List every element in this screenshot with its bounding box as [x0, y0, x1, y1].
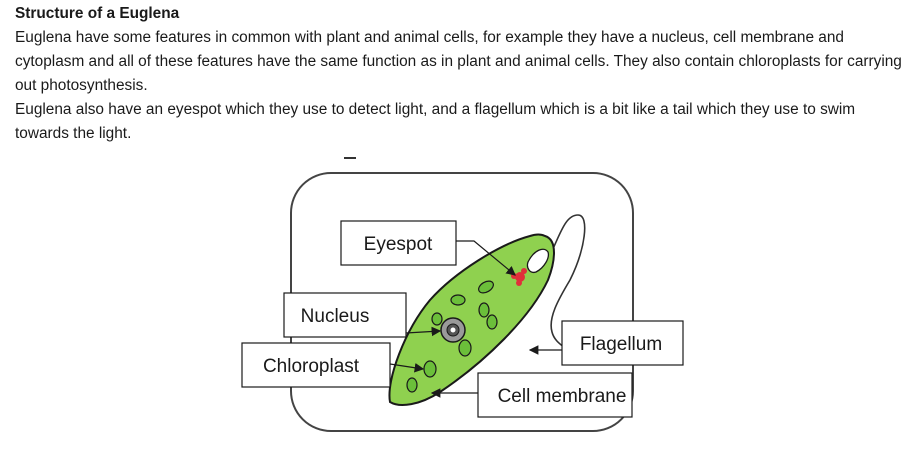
label-flagellum: Flagellum [561, 320, 684, 366]
leader-chloroplast [389, 362, 425, 373]
chloroplast-organelle [406, 377, 418, 393]
chloroplast-organelle [458, 339, 472, 357]
label-chloroplast-text: Chloroplast [263, 356, 360, 377]
leader-lines [389, 240, 562, 398]
flagellum [549, 214, 586, 349]
chloroplast-organelle [478, 280, 494, 294]
reservoir [526, 248, 550, 274]
nucleus-organelle [440, 317, 466, 343]
paragraph-intro: Euglena have some features in common wit… [15, 29, 902, 94]
label-chloroplast: Chloroplast [241, 342, 391, 388]
chloroplast-organelle [486, 314, 498, 330]
paragraph-eyespot-flagellum: Euglena also have an eyespot which they … [15, 101, 856, 142]
document-text: Structure of a Euglena Euglena have some… [15, 2, 905, 146]
label-cell-membrane: Cell membrane [477, 372, 633, 418]
label-eyespot: Eyespot [340, 220, 457, 266]
leader-eyespot [456, 240, 516, 276]
chloroplast-organelle [450, 294, 466, 306]
label-cell-membrane-text: Cell membrane [498, 386, 627, 407]
label-eyespot-text: Eyespot [364, 234, 433, 255]
label-flagellum-text: Flagellum [580, 334, 662, 355]
label-nucleus: Nucleus [283, 292, 407, 338]
chloroplast-organelle [478, 302, 490, 318]
leader-nucleus [405, 326, 442, 337]
chloroplast-organelle [431, 312, 443, 326]
chloroplast-organelle [423, 360, 437, 378]
label-nucleus-text: Nucleus [301, 306, 370, 327]
chloroplasts [406, 280, 498, 393]
document-title: Structure of a Euglena [15, 5, 180, 22]
